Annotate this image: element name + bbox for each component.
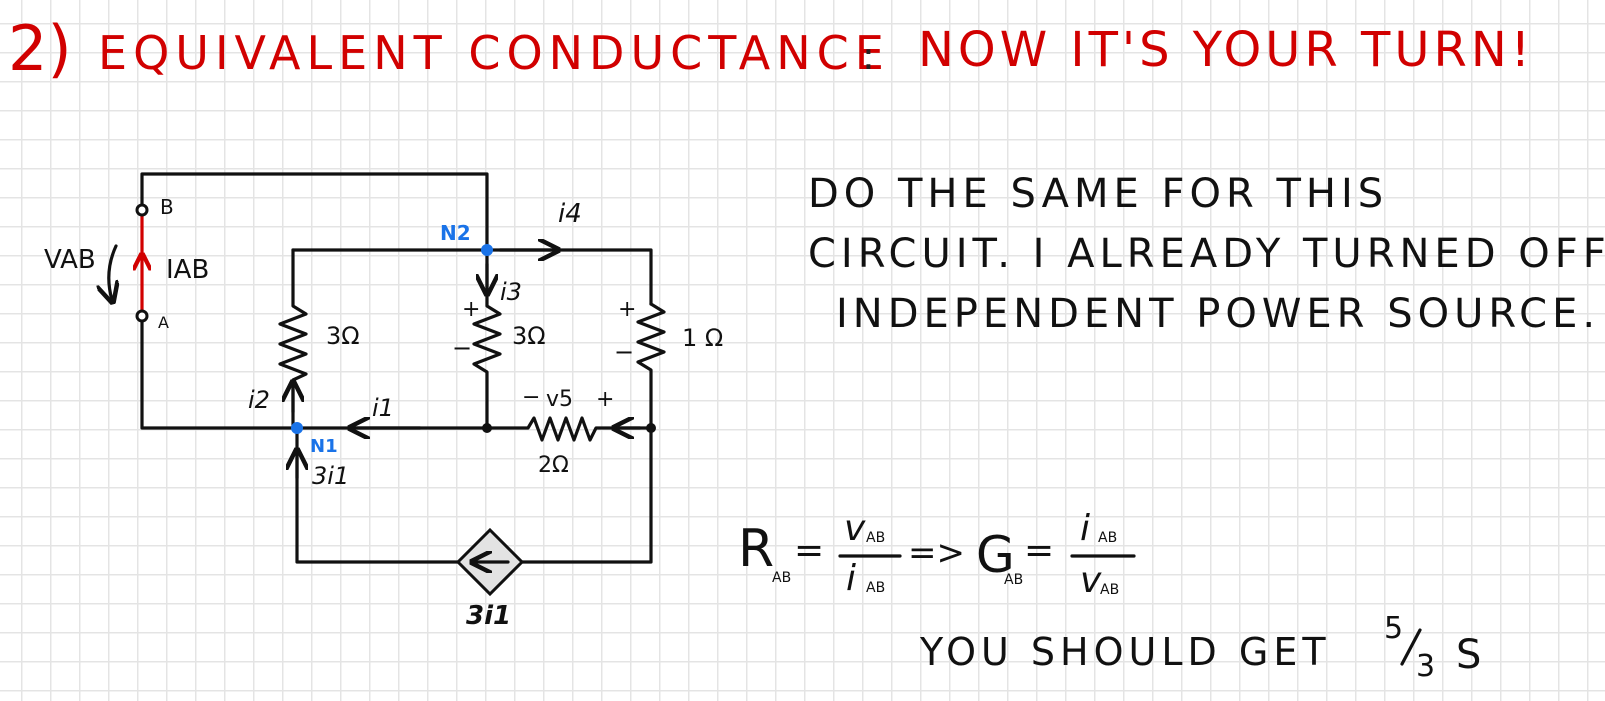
formula-i-den-sub: AB [866,580,885,596]
formula-r-sub: AB [772,570,791,586]
formula-eq-1: = [794,530,824,571]
terminal-b [135,203,149,217]
instruction-line-2: CIRCUIT. I ALREADY TURNED OFF [808,231,1605,277]
dependent-source-label: 3i1 [466,601,511,631]
node-n2 [481,244,493,256]
resistor-middle [472,248,502,430]
instruction-line-1: DO THE SAME FOR THIS [808,171,1389,217]
answer-denominator: 3 [1416,649,1435,684]
junction-right [646,423,656,433]
formula-implies: => [908,533,965,573]
voltage-vab-label: VAB [44,245,96,275]
resistor-middle-minus: − [452,334,472,362]
answer-unit: S [1456,632,1481,678]
resistor-right-plus: + [618,297,636,322]
v5-minus: − [522,385,540,410]
terminal-a [135,309,149,323]
junction-middle [482,423,492,433]
resistor-bottom-label: 2Ω [538,453,569,478]
formula-v-num: v [844,508,866,549]
v5-plus: + [596,387,614,412]
title-number: 2) [8,12,72,85]
answer-text: YOU SHOULD GET [920,630,1331,674]
title-your-turn: NOW IT'S YOUR TURN! [918,22,1534,78]
resistor-left [278,248,308,430]
formula-v-den: v [1080,560,1102,601]
formula-g: G [976,526,1015,584]
node-n2-label: N2 [440,221,471,245]
formula-v-num-sub: AB [866,530,885,546]
resistor-right [636,302,666,430]
formula-r: R [738,519,774,579]
title-main: EQUIVALENT CONDUCTANCE [98,26,890,80]
current-3i1-label: 3i1 [312,462,349,490]
resistor-left-label: 3Ω [326,322,360,350]
wire-left-outer [140,314,299,430]
wire-top-outer [140,172,489,252]
wire-top-inner [291,248,653,306]
wire-dependent-loop-right [518,426,653,564]
current-i1-label: i1 [372,394,394,422]
answer-value: 5 3 S [1384,611,1481,684]
answer-fraction-slash [1400,628,1422,666]
v5-label: v5 [546,387,573,412]
formula-eq-2: = [1024,530,1054,571]
formula-v-den-sub: AB [1100,582,1119,598]
answer-numerator: 5 [1384,611,1403,646]
node-n1 [291,422,303,434]
instruction-line-3: INDEPENDENT POWER SOURCE. [836,291,1601,337]
formula: R AB = v AB i AB => G AB = i AB v AB [738,508,1136,601]
node-n1-label: N1 [310,436,338,457]
resistor-middle-label: 3Ω [512,322,546,350]
resistor-right-label: 1 Ω [682,324,723,352]
wire-bottom-rail [295,416,653,442]
current-i3-label: i3 [500,278,522,306]
terminal-b-label: B [160,195,174,219]
voltage-vab-arrow [109,244,116,300]
current-iab-label: IAB [166,255,209,285]
formula-i-num-sub: AB [1098,530,1117,546]
resistor-right-minus: − [614,338,634,366]
current-i4-label: i4 [558,199,582,229]
terminal-a-label: A [158,313,169,332]
current-i2-label: i2 [248,386,270,414]
title-colon: : [862,34,875,78]
resistor-middle-plus: + [462,297,480,322]
formula-i-den: i [846,558,856,599]
formula-i-num: i [1080,508,1090,549]
formula-g-sub: AB [1004,572,1023,588]
